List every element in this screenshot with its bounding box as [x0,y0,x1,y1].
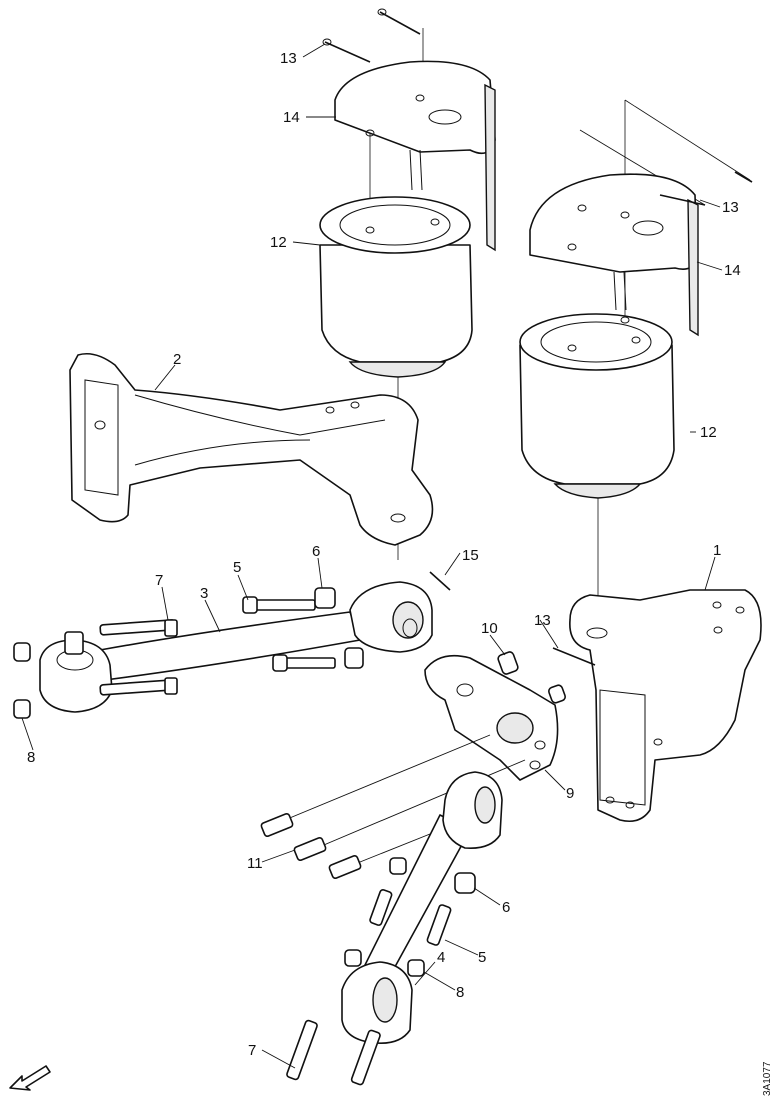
upper-mounting-plate-left [334,60,496,252]
torque-rod-upper [39,581,433,713]
bolt-7-upper-top [99,619,178,637]
label-6-upper: 6 [312,543,320,560]
drawing-code: 3A1077 [762,1061,773,1096]
label-7-lower: 7 [248,1042,256,1059]
label-5-lower: 5 [478,949,486,966]
bolt-11-a [260,734,491,838]
label-15: 15 [462,547,479,564]
label-4: 4 [437,949,445,966]
bracket-right [569,589,762,823]
torque-rod-lower [341,771,503,1045]
pin-10-a [497,651,519,675]
nut-8-lower-b [344,949,362,967]
nut-8-upper-b [13,699,31,719]
label-7-upper: 7 [155,572,163,589]
bolt-5-lower [426,904,452,946]
pin-13-top [322,38,371,63]
label-14-right: 14 [724,262,741,279]
label-13-lower: 13 [534,612,551,629]
nut-8-upper-a [13,642,31,662]
label-8-upper: 8 [27,749,35,766]
bolt-7-lower-a [286,1019,318,1081]
label-13-top: 13 [280,50,297,67]
label-3: 3 [200,585,208,602]
nut-8-lower-a [407,959,425,977]
bolt-11-b [293,759,526,862]
label-1: 1 [713,542,721,559]
label-14-left: 14 [283,109,300,126]
bolt-5-upper-b [272,654,336,672]
bolt-misc-lower [369,857,407,926]
bracket-center [424,654,559,781]
air-spring-right [519,313,675,499]
part-number-labels: 13 14 12 2 13 14 12 1 15 5 6 7 3 8 10 13… [27,50,741,1059]
pin-13-right [659,171,753,206]
pin-10-b [548,684,566,704]
label-9: 9 [566,785,574,802]
pin-15 [429,571,451,591]
leader-lines [21,43,723,1069]
bolt-5-upper-a [242,596,316,614]
air-spring-left [319,196,473,378]
pin-13-lower [552,647,596,666]
bolt-11-c [328,829,441,880]
label-8-lower: 8 [456,984,464,1001]
label-5-upper: 5 [233,559,241,576]
label-11: 11 [247,855,263,872]
label-13-right: 13 [722,199,739,216]
pin-13-topright [377,8,421,35]
label-10: 10 [481,620,498,637]
label-12-left: 12 [270,234,287,251]
label-2: 2 [173,351,181,368]
sleeve-6-upper-a [314,587,336,609]
bolt-7-upper-bottom [99,677,178,696]
bolt-7-lower-b [350,1029,381,1086]
label-12-right: 12 [700,424,717,441]
label-6-lower: 6 [502,899,510,916]
arrow-icon [9,1065,51,1091]
sleeve-6-upper-b [344,647,364,669]
bracket-left [69,352,434,546]
sleeve-6-lower [454,872,476,894]
